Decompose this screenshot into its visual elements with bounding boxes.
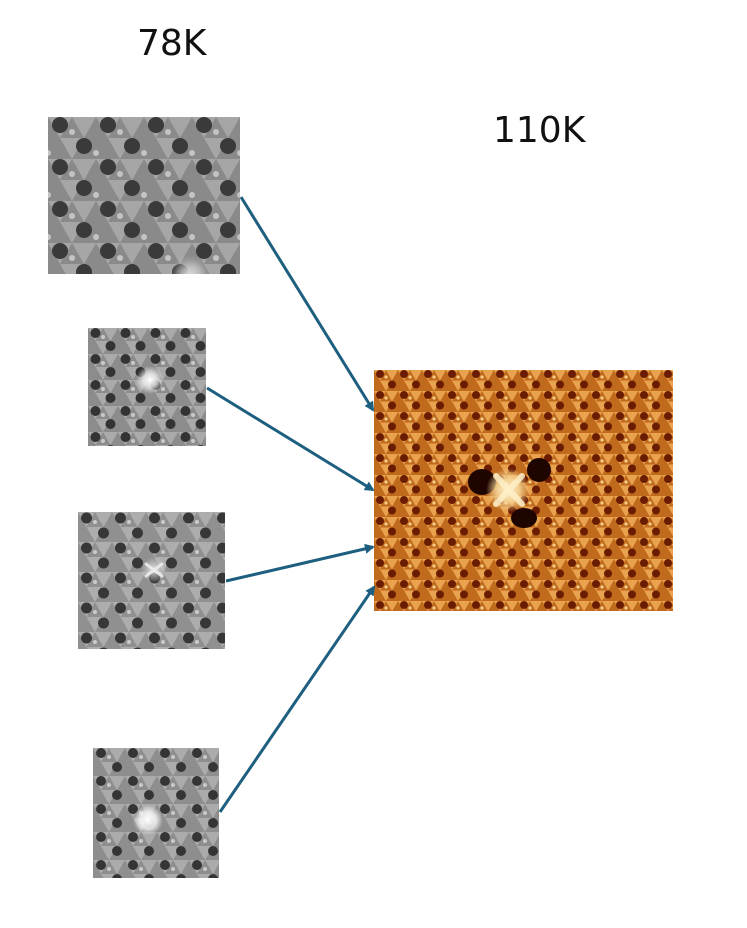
arrow-4 <box>218 585 376 813</box>
stm-image-110k <box>374 370 673 611</box>
stm-image-78k-2 <box>88 328 206 446</box>
arrow-3 <box>225 543 375 583</box>
arrow-1 <box>239 196 375 412</box>
label-110k: 110K <box>493 110 586 151</box>
stm-image-78k-4 <box>93 748 219 878</box>
label-78k: 78K <box>137 23 207 64</box>
stm-image-78k-3 <box>78 512 225 649</box>
stm-image-78k-1 <box>48 117 240 274</box>
arrow-2 <box>206 386 375 492</box>
